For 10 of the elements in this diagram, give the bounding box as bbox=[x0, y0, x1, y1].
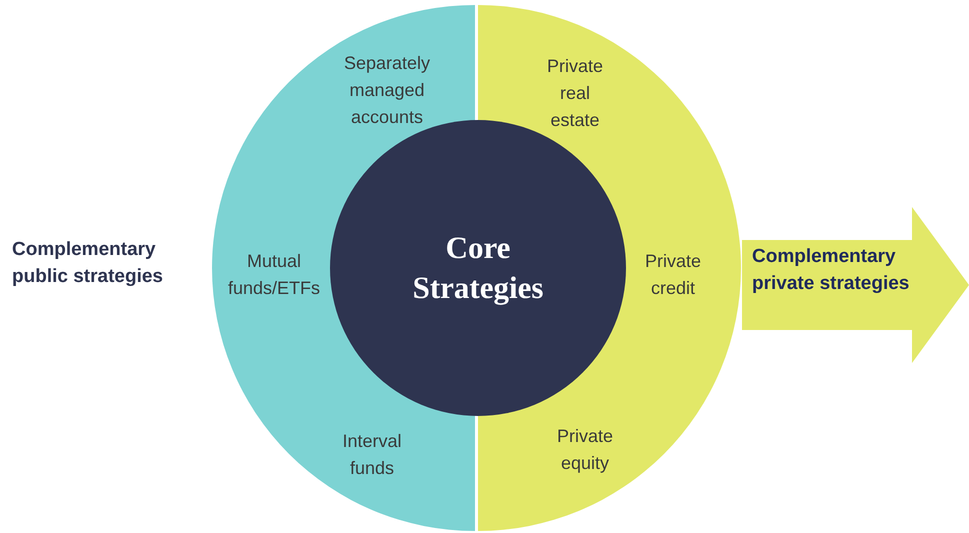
side-label: Complementary public strategies bbox=[12, 238, 164, 289]
arrow-label: Complementary private strategies bbox=[752, 245, 910, 296]
segment-label: Private equity bbox=[556, 425, 614, 475]
segment-label: Separately managed accounts bbox=[342, 52, 432, 129]
segment-label: Private real estate bbox=[546, 55, 604, 132]
segment-label: Mutual funds/ETFs bbox=[226, 250, 322, 300]
segment-label: Private credit bbox=[644, 250, 702, 300]
segment-label: Interval funds bbox=[341, 430, 403, 480]
center-title: Core Strategies bbox=[412, 229, 544, 307]
arrow-shape bbox=[742, 207, 969, 363]
